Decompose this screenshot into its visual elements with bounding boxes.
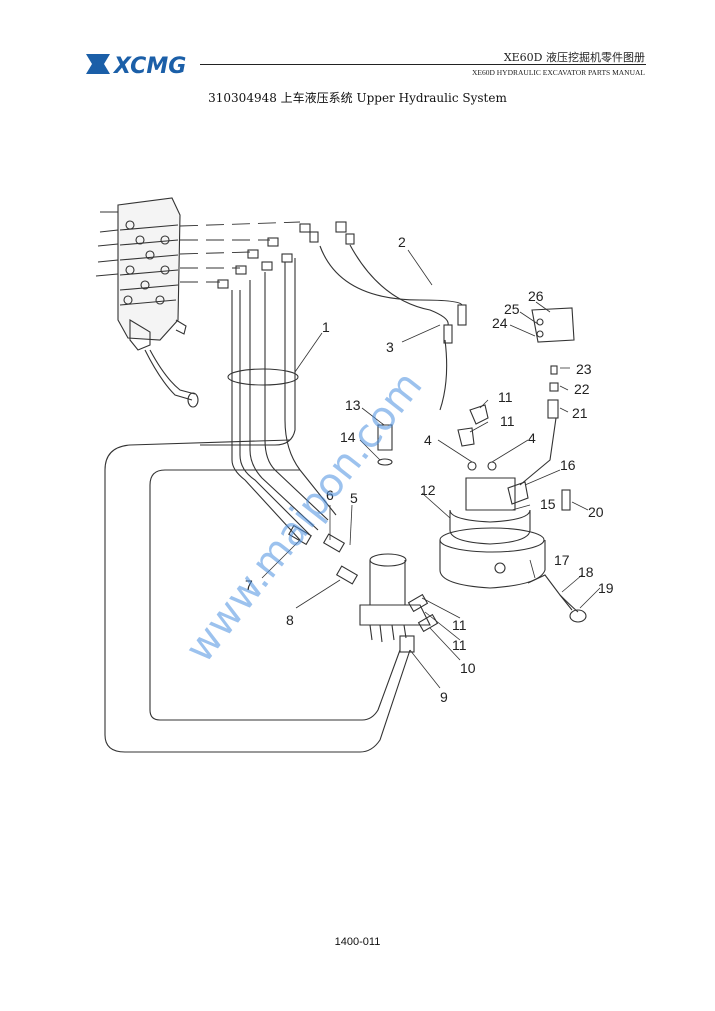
manual-title-en: XE60D HYDRAULIC EXCAVATOR PARTS MANUAL (471, 68, 645, 77)
header-rule (200, 64, 646, 65)
callout-label: 1 (322, 319, 330, 335)
callout-label: 20 (588, 504, 604, 520)
callout-label: 15 (540, 496, 556, 512)
callout-label: 13 (345, 397, 361, 413)
callout-label: 21 (572, 405, 588, 421)
callout-label: 16 (560, 457, 576, 473)
callout-label: 18 (578, 564, 594, 580)
callout-label: 14 (340, 429, 356, 445)
page-number: 1400-011 (334, 936, 381, 948)
callout-label: 4 (424, 432, 432, 448)
callout-label: 7 (245, 577, 253, 593)
manifold-fittings (217, 221, 355, 289)
callout-label: 11 (452, 617, 467, 633)
callout-label: 24 (492, 315, 508, 331)
callout-label: 22 (574, 381, 590, 397)
callout-labels: 1 2 3 4 4 5 6 7 8 9 10 11 11 11 11 12 13… (245, 234, 614, 705)
callout-label: 4 (528, 430, 536, 446)
xcmg-logo: XCMG (86, 54, 186, 78)
callout-label: 12 (420, 482, 436, 498)
callout-label: 11 (500, 413, 515, 429)
callout-label: 25 (504, 301, 520, 317)
diagram-title: 310304948 上车液压系统 Upper Hydraulic System (208, 91, 507, 105)
callout-label: 6 (326, 487, 334, 503)
callout-label: 9 (440, 689, 448, 705)
callout-label: 3 (386, 339, 394, 355)
callout-label: 5 (350, 490, 358, 506)
manual-title-cn: XE60D 液压挖掘机零件图册 (503, 51, 645, 64)
callout-label: 17 (554, 552, 570, 568)
swivel-joint (359, 553, 431, 643)
callout-label: 26 (528, 288, 544, 304)
callout-label: 11 (498, 389, 513, 405)
callout-label: 19 (598, 580, 614, 596)
callout-label: 23 (576, 361, 592, 377)
control-valve-bank (95, 197, 199, 408)
swing-motor (439, 461, 546, 589)
callout-label: 2 (398, 234, 406, 250)
callout-label: 10 (460, 660, 476, 676)
brand-text: XCMG (112, 54, 186, 78)
callout-label: 11 (452, 637, 467, 653)
callout-label: 8 (286, 612, 294, 628)
